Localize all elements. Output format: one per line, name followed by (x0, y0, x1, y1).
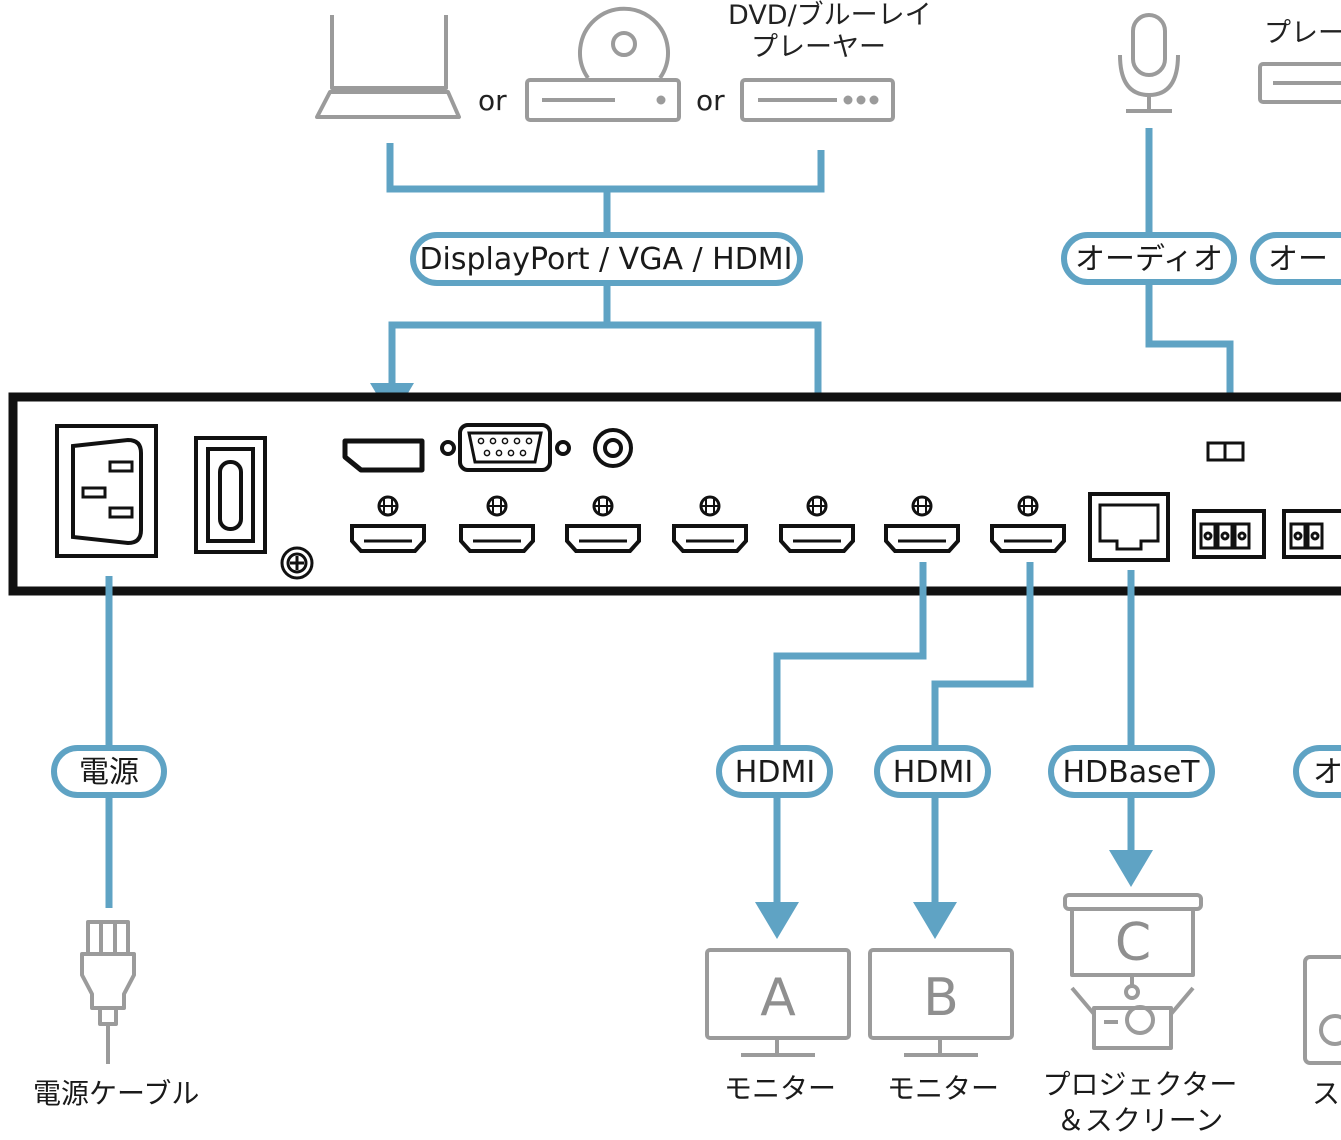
right-player-label: プレー (1264, 18, 1341, 49)
audio-in-pill-1: オーディオ (1061, 232, 1237, 285)
power-plug-icon (80, 920, 136, 1064)
audio-jack-icon[interactable] (593, 428, 633, 468)
document-camera-icon (525, 6, 681, 122)
displayport-icon[interactable] (342, 438, 425, 473)
power-cable-label: 電源ケーブル (33, 1077, 199, 1110)
vga-port-icon[interactable] (440, 423, 571, 472)
monitor-b-letter: B (923, 968, 959, 1028)
hdmi-port-1[interactable] (350, 495, 426, 553)
hdmi-out-pill-a: HDMI (716, 745, 833, 798)
monitor-b-icon (868, 948, 1014, 1057)
hdmi-port-out-b[interactable] (990, 495, 1066, 553)
right-cut-label: オ (1313, 755, 1341, 790)
audio-in-label-1: オーディオ (1075, 242, 1223, 277)
terminal-block-icon-2[interactable] (1282, 509, 1341, 559)
video-in-label: DisplayPort / VGA / HDMI (419, 242, 792, 277)
monitor-a-icon (705, 948, 851, 1057)
hdmi-port-out-a[interactable] (884, 495, 960, 553)
monitor-b-label: モニター (887, 1072, 999, 1105)
dvd-label-line2: プレーヤー (751, 32, 886, 63)
arrow-to-monitor-b (913, 902, 957, 939)
hdmi-port-2[interactable] (459, 495, 535, 553)
arrow-to-monitor-a (755, 902, 799, 939)
screen-letter: C (1115, 913, 1151, 973)
arrow-to-projector (1109, 850, 1153, 887)
power-inlet-icon[interactable] (55, 424, 158, 558)
projector-label-line1: プロジェクター (1043, 1068, 1238, 1101)
hdbaset-pill: HDBaseT (1048, 745, 1215, 798)
right-cut-pill: オ (1293, 745, 1341, 798)
or-text-1: or (478, 84, 507, 117)
hdmi-out-label-b: HDMI (893, 755, 973, 790)
audio-in-label-2: オー (1268, 242, 1328, 277)
hdmi-port-3[interactable] (565, 495, 641, 553)
hdmi-out-pill-b: HDMI (874, 745, 991, 798)
rj45-port-icon[interactable] (1088, 492, 1170, 562)
audio-in-pill-2: オー (1250, 232, 1341, 285)
monitor-a-letter: A (760, 968, 796, 1028)
speaker-icon (1303, 955, 1341, 1065)
player-icon (1258, 62, 1341, 104)
output-arrowheads (755, 850, 1153, 939)
output-connector-lines (105, 562, 1135, 908)
hdmi-port-row (350, 495, 1066, 553)
terminal-block-icon[interactable] (1192, 441, 1266, 559)
laptop-icon (315, 15, 461, 119)
ground-screw-icon (280, 546, 314, 580)
hdbaset-label: HDBaseT (1062, 755, 1200, 790)
dvd-player-icon (740, 78, 895, 122)
right-cut-device-label: ス (1312, 1077, 1340, 1110)
video-in-pill: DisplayPort / VGA / HDMI (410, 232, 803, 286)
monitor-a-label: モニター (724, 1072, 836, 1105)
power-label: 電源 (79, 755, 139, 790)
hdmi-port-4[interactable] (672, 495, 748, 553)
dvd-label-line1: DVD/ブルーレイ (728, 0, 932, 31)
microphone-icon (1118, 13, 1180, 113)
hdmi-out-label-a: HDMI (735, 755, 815, 790)
hdmi-port-5[interactable] (779, 495, 855, 553)
projector-screen-icon (1063, 893, 1203, 1050)
or-text-2: or (696, 84, 725, 117)
projector-label-line2: ＆スクリーン (1057, 1104, 1224, 1137)
power-switch-icon[interactable] (194, 436, 267, 554)
power-pill: 電源 (51, 745, 167, 798)
